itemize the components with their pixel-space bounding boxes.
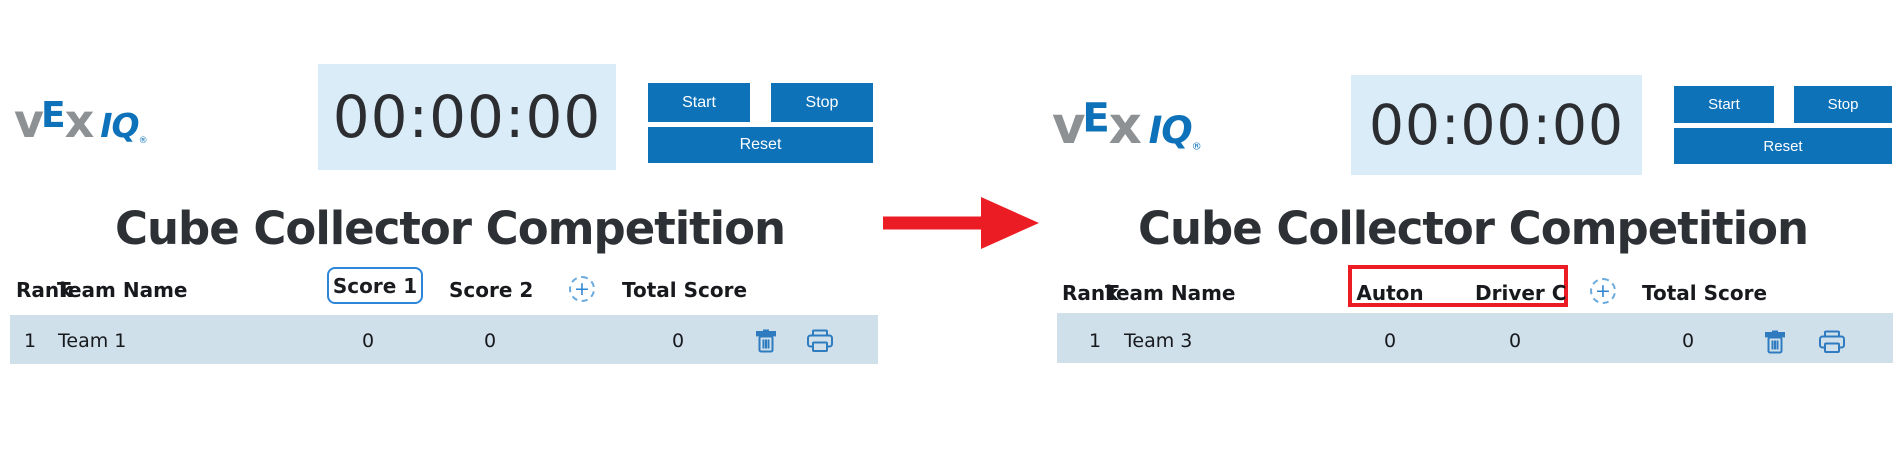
score1-cell: 0 (361, 330, 375, 352)
registered-mark-icon: ® (1191, 141, 1202, 153)
printer-icon (807, 329, 833, 352)
start-button[interactable]: Start (648, 83, 750, 122)
logo-letter-v: v (1052, 94, 1086, 156)
timer-value: 00:00:00 (1368, 93, 1625, 157)
timer-display: 00:00:00 (318, 64, 616, 170)
start-button[interactable]: Start (1674, 86, 1774, 123)
table-row (10, 315, 878, 364)
logo-letter-x: x (64, 94, 95, 148)
reset-button[interactable]: Reset (1674, 128, 1892, 164)
print-row-button[interactable] (806, 329, 834, 353)
total-score-cell: 0 (1681, 330, 1695, 352)
printer-icon (1819, 330, 1845, 353)
page-title: Cube Collector Competition (1137, 202, 1809, 255)
reset-button[interactable]: Reset (648, 127, 873, 163)
timer-value: 00:00:00 (332, 83, 602, 151)
highlight-box (1348, 265, 1568, 307)
registered-mark-icon: ® (138, 136, 148, 146)
stop-button[interactable]: Stop (1794, 86, 1892, 123)
column-header-score1[interactable]: Auton (1356, 281, 1424, 305)
logo-letter-x: x (1108, 94, 1142, 156)
trash-icon (756, 329, 776, 353)
rank-cell: 1 (1088, 330, 1102, 352)
column-header-team-name: Team Name (57, 278, 188, 302)
column-header-total-score: Total Score (1642, 281, 1768, 305)
logo-letter-e: E (1082, 95, 1110, 142)
column-header-team-name: Team Name (1105, 281, 1236, 305)
column-header-score1-input[interactable]: Score 1 (327, 267, 423, 304)
print-row-button[interactable] (1818, 330, 1846, 354)
score2-cell: 0 (1508, 330, 1522, 352)
logo-letter-v: v (14, 94, 44, 148)
timer-display: 00:00:00 (1351, 75, 1642, 175)
logo-iq: IQ (100, 106, 139, 145)
column-header-rank: Rank (16, 278, 73, 302)
logo-letter-e: E (41, 95, 66, 136)
logo-iq: IQ (1148, 108, 1193, 152)
add-column-icon[interactable]: + (1590, 278, 1616, 304)
rank-cell: 1 (23, 330, 37, 352)
column-header-total-score: Total Score (622, 278, 748, 302)
page-title: Cube Collector Competition (114, 202, 786, 255)
total-score-cell: 0 (671, 330, 685, 352)
stop-button[interactable]: Stop (771, 83, 873, 122)
table-row (1057, 313, 1893, 363)
score1-cell: 0 (1383, 330, 1397, 352)
delete-row-button[interactable] (1763, 328, 1787, 355)
trash-icon (1765, 330, 1785, 354)
score2-cell: 0 (483, 330, 497, 352)
add-column-icon[interactable]: + (569, 276, 595, 302)
column-header-rank: Rank (1062, 281, 1119, 305)
team-name-cell: Team 1 (58, 330, 127, 352)
score1-label: Score 1 (332, 273, 418, 298)
column-header-score2[interactable]: Score 2 (449, 278, 534, 302)
delete-row-button[interactable] (754, 327, 778, 354)
column-header-score2[interactable]: Driver C (1475, 281, 1567, 305)
transition-arrow-icon (883, 197, 1039, 249)
team-name-cell: Team 3 (1124, 330, 1193, 352)
